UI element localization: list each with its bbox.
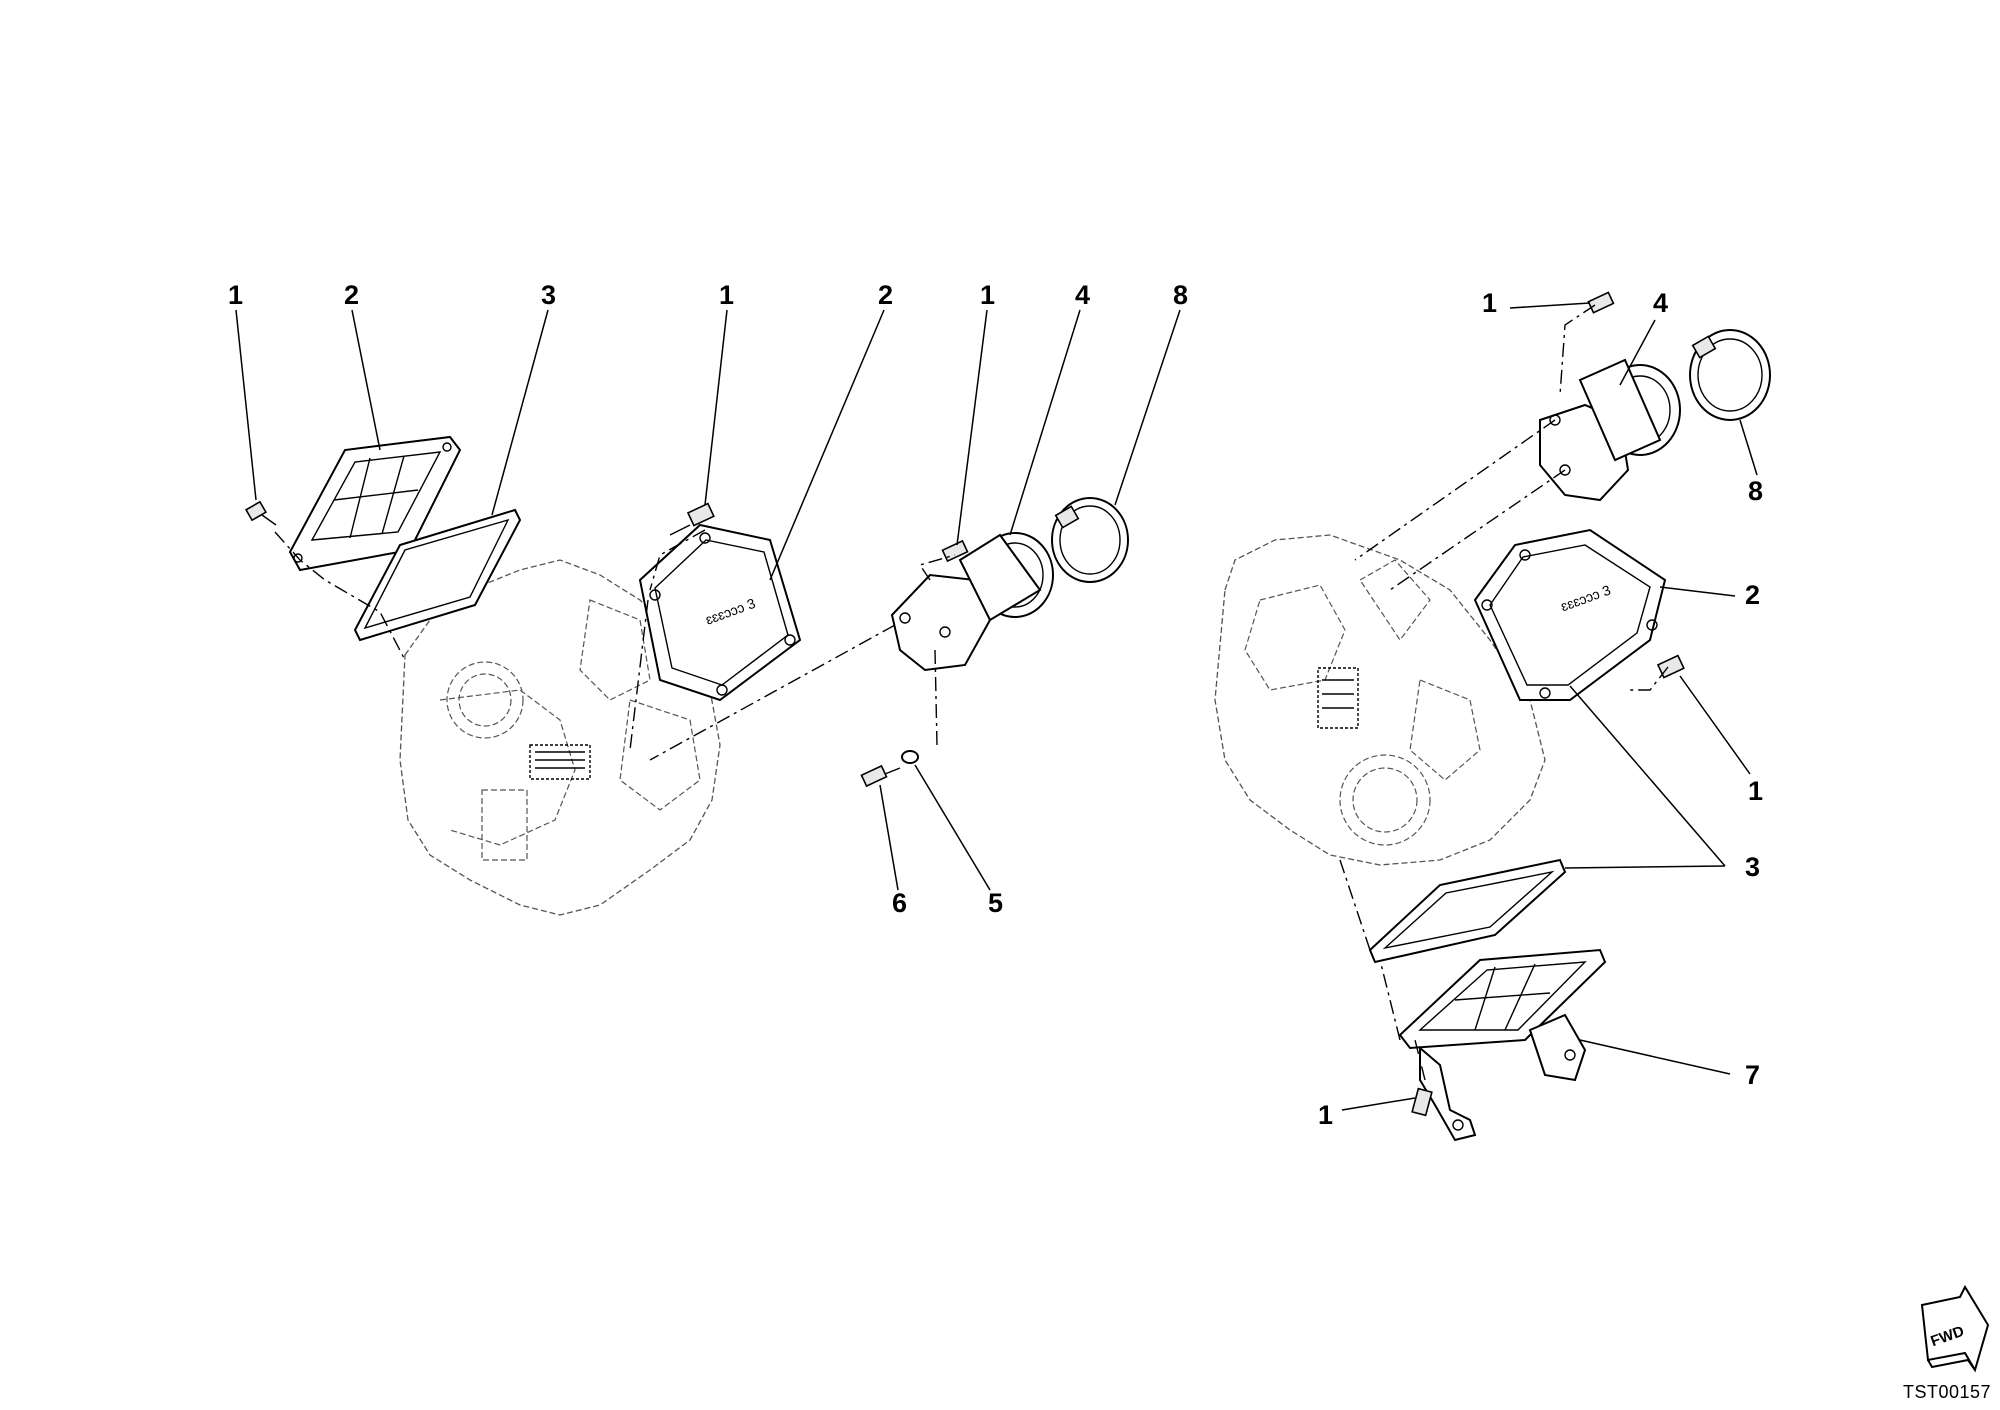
callout-4: 4	[1075, 280, 1090, 310]
callout-8: 8	[1748, 476, 1763, 506]
callout-6: 6	[892, 888, 907, 918]
right-intake-manifold	[1539, 358, 1681, 502]
callout-4: 4	[1653, 288, 1668, 318]
washer-part-5	[901, 750, 919, 764]
callout-labels: 1 2 3 1 2 1 4 8 6 5 1 4 8 2 1 3 7 1	[228, 280, 1763, 1130]
callout-1: 1	[719, 280, 734, 310]
callout-1: 1	[980, 280, 995, 310]
left-head-cooling-fins	[529, 744, 591, 780]
callout-1: 1	[1748, 776, 1763, 806]
drawing-reference-code: TST00157	[1903, 1382, 1991, 1402]
left-cylinder-head-assembly: ɛɛɛɔɔɔ 3	[244, 435, 1129, 916]
left-reed-valve-block	[288, 435, 462, 572]
callout-1: 1	[1318, 1100, 1333, 1130]
callout-2: 2	[878, 280, 893, 310]
leader-lines	[235, 302, 1758, 1111]
right-reed-screw	[1411, 1087, 1433, 1117]
callout-2: 2	[1745, 580, 1760, 610]
left-intake-manifold	[890, 532, 1054, 672]
callout-8: 8	[1173, 280, 1188, 310]
right-head-cooling-fins	[1317, 667, 1359, 729]
callout-1: 1	[1482, 288, 1497, 318]
right-reed-gasket	[1368, 858, 1567, 964]
callout-3: 3	[1745, 852, 1760, 882]
middle-cover-screw	[669, 502, 715, 536]
left-cylinder-head	[399, 559, 721, 916]
right-manifold-screw	[1587, 291, 1615, 314]
right-reed-valve-block	[1398, 948, 1607, 1142]
forward-arrow-icon	[1920, 1284, 1990, 1373]
left-intake-cover-plate: ɛɛɛɔɔɔ 3	[638, 523, 802, 702]
right-intake-cover-plate: ɛɛɛɔɔɔ 3	[1473, 528, 1667, 701]
callout-2: 2	[344, 280, 359, 310]
callout-3: 3	[541, 280, 556, 310]
forward-direction-badge: FWD	[1920, 1284, 1990, 1373]
callout-5: 5	[988, 888, 1003, 918]
right-hose-clamp	[1689, 329, 1771, 421]
left-reed-gasket	[353, 508, 522, 642]
left-hose-clamp	[1051, 497, 1129, 583]
left-reed-screw	[244, 500, 277, 526]
manifold-screw-top	[941, 539, 969, 563]
right-cylinder-head-assembly: ɛɛɛɔɔɔ 3	[1214, 291, 1771, 1142]
callout-1: 1	[228, 280, 243, 310]
bolt-part-6	[860, 764, 901, 788]
right-cylinder-head	[1214, 534, 1546, 866]
callout-7: 7	[1745, 1060, 1760, 1090]
